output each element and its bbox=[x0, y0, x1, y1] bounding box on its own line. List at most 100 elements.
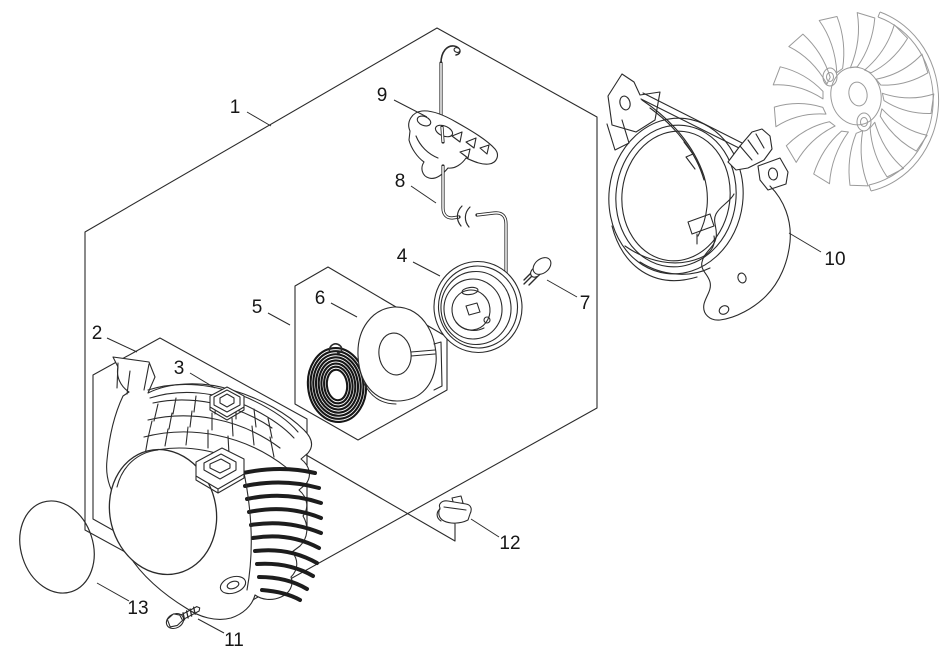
housing-louver-2 bbox=[243, 480, 321, 490]
rotor-pawl-curve bbox=[455, 321, 485, 331]
callout-leader-9 bbox=[393, 99, 428, 118]
callout-label-7: 7 bbox=[580, 293, 591, 314]
handle-grip-notches bbox=[415, 131, 490, 159]
spring-cover-plate bbox=[357, 306, 443, 405]
flywheel-hub bbox=[830, 66, 882, 126]
housing-corner-tab-folds bbox=[116, 362, 150, 395]
fan-housing-top-bar bbox=[640, 92, 749, 152]
fan-housing-ring-inner bbox=[621, 130, 731, 262]
nut-hole bbox=[219, 393, 235, 408]
fan-housing-right-arm bbox=[727, 128, 773, 171]
rotor-pawl-slot bbox=[461, 286, 479, 296]
housing-pull-recess bbox=[108, 448, 218, 576]
spring-coil-7 bbox=[323, 365, 351, 405]
housing-fin-ticks-c bbox=[144, 426, 230, 456]
flywheel-blade-11 bbox=[772, 66, 824, 100]
starter-handle bbox=[408, 110, 498, 179]
callout-leader-12 bbox=[470, 518, 500, 538]
rope-mid bbox=[441, 164, 461, 220]
housing-rope-guide bbox=[219, 575, 247, 595]
rope-through-slot-core bbox=[441, 126, 444, 143]
rope-end-nub bbox=[453, 47, 461, 53]
fan-housing-arm-ribs bbox=[739, 133, 765, 161]
fan-housing-ring-mid bbox=[615, 124, 737, 268]
housing-recess-shading bbox=[116, 449, 159, 488]
fan-housing-foot-hole-1 bbox=[737, 272, 747, 284]
rotor-pawl-pin bbox=[483, 316, 491, 324]
starter-housing bbox=[106, 356, 323, 620]
fan-housing-step-tab bbox=[687, 213, 715, 245]
rope-top-hook bbox=[440, 45, 461, 64]
spring-coil-4 bbox=[314, 356, 360, 414]
flywheel-boss-hole-2-inner bbox=[860, 117, 868, 127]
clip-body bbox=[438, 500, 472, 524]
spring-coil-6 bbox=[320, 362, 354, 408]
rotor-center-square-hole bbox=[465, 302, 481, 316]
housing-fin-rail-3 bbox=[143, 431, 288, 469]
rotor-screw bbox=[523, 257, 552, 286]
flywheel-blade-10 bbox=[773, 103, 827, 128]
flywheel-blade-13 bbox=[818, 16, 845, 74]
housing-louver-9 bbox=[257, 575, 309, 591]
callout-label-9: 9 bbox=[377, 85, 388, 106]
callout-leader-3 bbox=[189, 372, 216, 389]
callout-leader-6 bbox=[330, 302, 358, 318]
spring-coil-3 bbox=[312, 353, 362, 417]
spring-coil-5 bbox=[317, 359, 357, 411]
screw11-hex-head bbox=[166, 613, 184, 628]
fan-housing bbox=[606, 73, 791, 321]
rotor-face bbox=[443, 278, 503, 340]
fan-housing-foot-hole-2 bbox=[718, 305, 730, 315]
housing-boss-inner bbox=[203, 453, 237, 480]
flywheel-rim bbox=[868, 11, 940, 192]
starter-rope-and-handle bbox=[408, 45, 508, 278]
rope-break-symbol bbox=[456, 205, 471, 228]
rope-rotor bbox=[433, 260, 523, 354]
callout-label-13: 13 bbox=[127, 598, 148, 619]
callout-leader-5 bbox=[267, 312, 291, 326]
callout-label-2: 2 bbox=[92, 323, 103, 344]
callout-label-1: 1 bbox=[230, 97, 241, 118]
callout-leader-8 bbox=[410, 185, 437, 204]
housing-louver-6 bbox=[251, 534, 321, 550]
oval-gasket bbox=[19, 500, 95, 594]
spring-coil-8 bbox=[325, 368, 349, 402]
flywheel-blade-3 bbox=[875, 53, 929, 86]
flywheel-blade-8 bbox=[813, 130, 849, 185]
housing-louver-7 bbox=[253, 548, 319, 565]
housing-fin-ticks-b bbox=[147, 410, 275, 458]
flywheel-blade-12 bbox=[788, 33, 831, 85]
flywheel-blades bbox=[772, 12, 935, 187]
flywheel-boss-hole-1-inner bbox=[826, 72, 834, 82]
nut-rim bbox=[213, 389, 241, 413]
housing-screw bbox=[165, 606, 201, 630]
fan-housing-volute-lower bbox=[624, 235, 715, 275]
flywheel-blade-7 bbox=[848, 130, 869, 187]
callout-label-11: 11 bbox=[224, 630, 244, 651]
rope-lower-core bbox=[476, 212, 507, 276]
rotor-rim-inner-edge bbox=[437, 265, 519, 349]
housing-louver-10 bbox=[260, 588, 302, 602]
callout-label-12: 12 bbox=[499, 533, 520, 554]
flywheel-blade-9 bbox=[785, 121, 836, 163]
flywheel-blade-5 bbox=[879, 108, 928, 152]
rotor-hub bbox=[451, 289, 491, 331]
callout-label-6: 6 bbox=[315, 288, 326, 309]
callout-leader-10 bbox=[788, 232, 822, 253]
callout-label-5: 5 bbox=[252, 297, 263, 318]
housing-louver-1 bbox=[241, 467, 317, 475]
spring-hook bbox=[328, 343, 343, 354]
screw7-head bbox=[532, 257, 552, 275]
housing-louver-3 bbox=[245, 493, 323, 505]
flywheel-center-hole bbox=[848, 81, 868, 107]
fan-housing-bracket-hole bbox=[619, 95, 631, 111]
housing-rope-guide-inner bbox=[226, 580, 240, 590]
pawl-clip bbox=[436, 495, 472, 524]
housing-fin-rail-2 bbox=[147, 415, 281, 449]
flywheel-blade-4 bbox=[881, 92, 935, 115]
callout-leader-2 bbox=[106, 337, 138, 353]
flywheel-blade-1 bbox=[849, 12, 876, 69]
cover-plate-hole bbox=[378, 332, 412, 376]
